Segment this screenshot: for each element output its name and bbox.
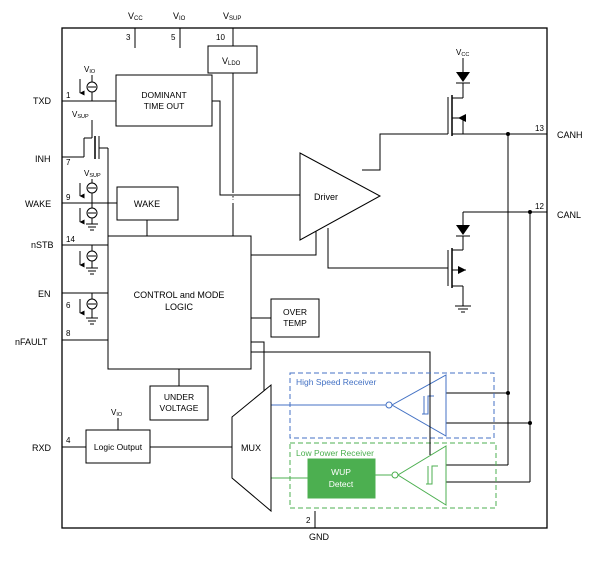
vio-label-rxd: VIO <box>111 408 123 418</box>
svg-text:VLDO: VLDO <box>222 56 241 67</box>
pin-vcc-top: VCC 3 <box>126 11 143 48</box>
svg-text:TXD: TXD <box>33 96 52 106</box>
pin-txd: TXD 1 <box>33 91 116 106</box>
pmos-transistor-canh <box>447 95 466 136</box>
svg-text:6: 6 <box>66 301 71 310</box>
svg-text:3: 3 <box>126 33 131 42</box>
dominant-timeout-block: DOMINANT TIME OUT <box>115 74 213 127</box>
svg-text:VIO: VIO <box>173 11 186 22</box>
pin-vio-top: VIO 5 <box>171 11 186 48</box>
under-voltage-block: UNDER VOLTAGE <box>149 385 209 421</box>
nmos-transistor-canl <box>447 248 466 288</box>
svg-text:VSUP: VSUP <box>223 11 241 22</box>
pin-wake: WAKE 9 <box>25 193 117 209</box>
hs-comparator <box>390 374 447 437</box>
mux-block: MUX <box>231 383 272 513</box>
vsup-label-wake: VSUP <box>84 169 101 179</box>
svg-text:EN: EN <box>38 289 51 299</box>
hysteresis-symbol <box>422 395 434 415</box>
svg-text:MUX: MUX <box>241 443 261 453</box>
svg-text:Low Power Receiver: Low Power Receiver <box>296 448 374 458</box>
svg-text:Detect: Detect <box>329 479 354 489</box>
inh-switch-transistor <box>78 120 108 159</box>
diode-canh <box>456 72 470 82</box>
wup-detect-block: WUP Detect <box>307 458 376 499</box>
svg-text:10: 10 <box>216 33 225 42</box>
pin-rxd: RXD 4 <box>32 436 86 453</box>
svg-text:WUP: WUP <box>331 467 351 477</box>
pin-inh: INH 7 <box>35 154 78 167</box>
driver-block: Driver <box>299 152 382 241</box>
svg-text:14: 14 <box>66 235 75 244</box>
svg-text:High Speed Receiver: High Speed Receiver <box>296 377 376 387</box>
pin-en: EN 6 <box>38 289 108 310</box>
svg-text:DOMINANT: DOMINANT <box>141 90 186 100</box>
svg-text:TIME OUT: TIME OUT <box>144 101 185 111</box>
vldo-block: VLDO <box>207 45 258 74</box>
pin-nfault: nFAULT 8 <box>15 329 108 347</box>
lp-comparator <box>397 445 447 506</box>
svg-text:13: 13 <box>535 124 544 133</box>
pin-vsup-top: VSUP 10 <box>216 11 241 46</box>
svg-text:CANH: CANH <box>557 130 583 140</box>
pin-gnd: 2 GND <box>306 511 330 542</box>
svg-text:UNDER: UNDER <box>164 392 194 402</box>
chip-outline <box>61 27 548 529</box>
svg-text:8: 8 <box>66 329 71 338</box>
over-temp-block: OVER TEMP <box>270 298 320 338</box>
svg-text:INH: INH <box>35 154 51 164</box>
svg-text:9: 9 <box>66 193 71 202</box>
diode-canl <box>456 225 470 235</box>
svg-text:WAKE: WAKE <box>134 199 160 209</box>
svg-text:CONTROL and MODE: CONTROL and MODE <box>134 290 225 300</box>
vio-label-txd: VIO <box>84 65 96 75</box>
svg-text:12: 12 <box>535 202 544 211</box>
svg-text:5: 5 <box>171 33 176 42</box>
svg-text:1: 1 <box>66 91 71 100</box>
svg-text:2: 2 <box>306 516 311 525</box>
svg-text:4: 4 <box>66 436 71 445</box>
svg-text:7: 7 <box>66 158 71 167</box>
logic-output-block: Logic Output <box>85 429 151 464</box>
high-speed-receiver-group: High Speed Receiver <box>271 372 495 439</box>
svg-text:GND: GND <box>309 532 330 542</box>
svg-text:Driver: Driver <box>314 192 338 202</box>
svg-text:nSTB: nSTB <box>31 240 54 250</box>
vsup-label-inh: VSUP <box>72 110 89 120</box>
low-power-receiver-group: Low Power Receiver WUP Detect <box>271 442 497 509</box>
pin-nstb: nSTB 14 <box>31 235 108 250</box>
svg-text:TEMP: TEMP <box>283 318 307 328</box>
svg-text:LOGIC: LOGIC <box>165 302 194 312</box>
control-mode-logic-block: CONTROL and MODE LOGIC <box>107 235 252 370</box>
vcc-supply-canh: VCC <box>456 48 469 58</box>
svg-text:Logic Output: Logic Output <box>94 442 143 452</box>
svg-text:VCC: VCC <box>128 11 143 22</box>
svg-text:RXD: RXD <box>32 443 52 453</box>
svg-text:WAKE: WAKE <box>25 199 51 209</box>
svg-text:CANL: CANL <box>557 210 581 220</box>
svg-text:OVER: OVER <box>283 307 307 317</box>
pin-canl: 12 CANL <box>535 202 581 220</box>
pin-canh: 13 CANH <box>535 124 583 140</box>
svg-text:VCC: VCC <box>456 48 469 58</box>
svg-text:nFAULT: nFAULT <box>15 337 48 347</box>
svg-text:VOLTAGE: VOLTAGE <box>160 403 199 413</box>
wake-block: WAKE <box>116 186 179 221</box>
